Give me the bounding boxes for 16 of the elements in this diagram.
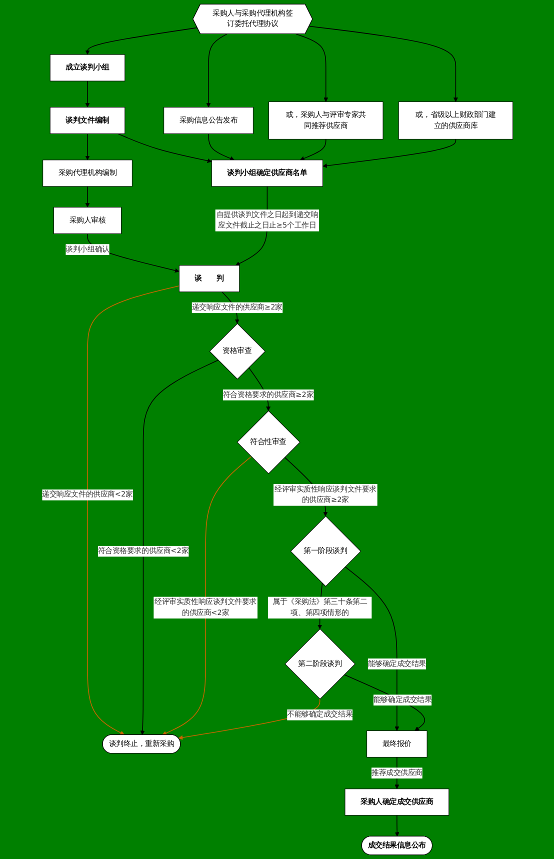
arrow [84,80,90,108]
arrow [206,34,227,108]
arrow [394,814,399,837]
arrow [84,133,90,160]
arrow [308,26,458,102]
arrow [162,456,252,736]
arrow [86,285,180,736]
arrow [84,27,198,55]
arrow [344,566,399,731]
arrow [322,138,456,168]
arrow [140,360,218,736]
arrow [117,133,212,163]
arrow [208,133,234,161]
arrow [299,138,326,161]
arrow [84,186,90,208]
arrow [295,34,328,102]
